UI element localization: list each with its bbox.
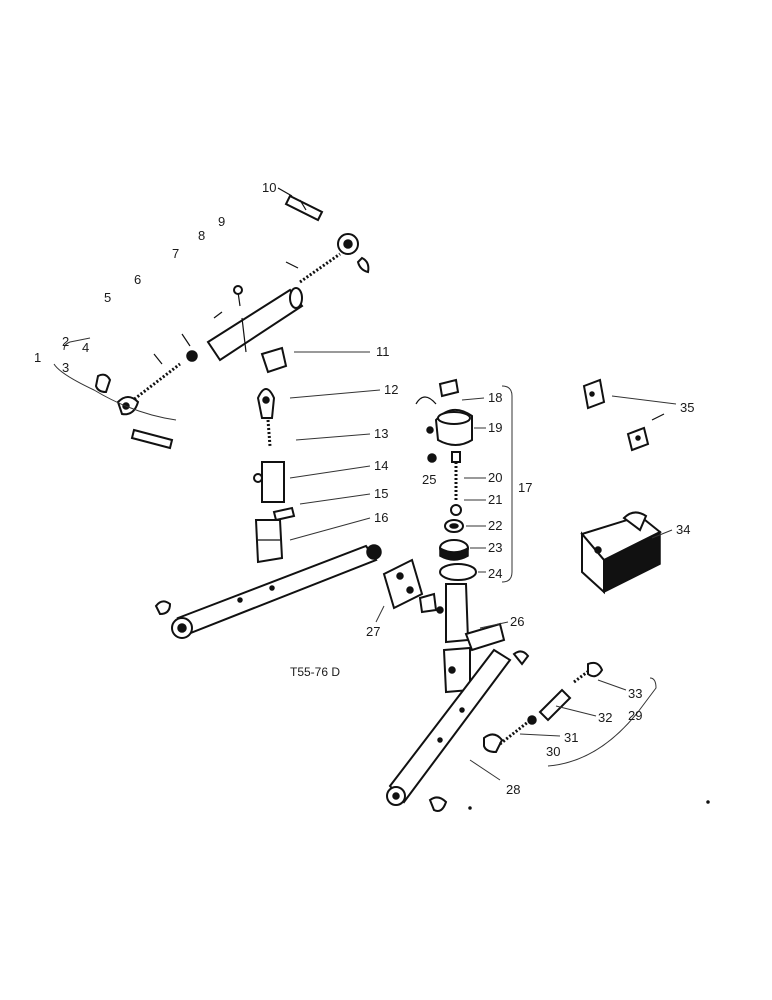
callout-9: 9 <box>218 214 225 229</box>
part-33-eye <box>573 661 604 684</box>
part-12-13-fork <box>256 388 276 447</box>
callout-22: 22 <box>488 518 502 533</box>
callout-3: 3 <box>62 360 69 375</box>
part-16-clevis <box>254 519 284 564</box>
part-1-threaded-rod <box>94 353 181 450</box>
callout-31: 31 <box>564 730 578 745</box>
callout-5: 5 <box>104 290 111 305</box>
part-22-ring <box>444 519 464 533</box>
part-30-31-hook <box>483 715 537 754</box>
part-14-sleeve <box>253 461 285 503</box>
callout-1: 1 <box>34 350 41 365</box>
callout-2: 2 <box>62 334 69 349</box>
part-27-bracket <box>382 558 438 614</box>
part-25-grease-nipple <box>427 453 437 463</box>
callout-6: 6 <box>134 272 141 287</box>
part-26-lift-rod <box>436 583 506 694</box>
part-34-stabilizer <box>580 511 662 595</box>
callout-32: 32 <box>598 710 612 725</box>
part-6-tube <box>206 285 304 362</box>
callout-35: 35 <box>680 400 694 415</box>
part-18-19-housing <box>415 378 473 446</box>
part-24-cap <box>439 563 477 581</box>
callout-8: 8 <box>198 228 205 243</box>
part-5-nut <box>181 333 198 362</box>
part-11-block <box>260 346 288 374</box>
callout-15: 15 <box>374 486 388 501</box>
drawing-reference: T55-76 D <box>290 665 340 679</box>
callout-10: 10 <box>262 180 276 195</box>
callout-18: 18 <box>488 390 502 405</box>
part-10-pin <box>277 187 324 222</box>
callout-28: 28 <box>506 782 520 797</box>
callout-24: 24 <box>488 566 502 581</box>
callout-13: 13 <box>374 426 388 441</box>
part-9-yoke-end <box>285 233 370 284</box>
part-20-screw <box>451 451 461 500</box>
part-21-washer <box>450 504 462 516</box>
callout-27: 27 <box>366 624 380 639</box>
callout-12: 12 <box>384 382 398 397</box>
callout-16: 16 <box>374 510 388 525</box>
callout-17: 17 <box>518 480 532 495</box>
callout-labels: 1 2 3 4 5 6 7 8 9 10 11 12 13 14 15 16 1… <box>34 180 694 797</box>
callout-20: 20 <box>488 470 502 485</box>
left-lower-link <box>154 544 382 639</box>
callout-11: 11 <box>376 344 390 359</box>
callout-30: 30 <box>546 744 560 759</box>
callout-34: 34 <box>676 522 690 537</box>
part-35-brackets <box>582 378 665 452</box>
callout-25: 25 <box>422 472 436 487</box>
callout-19: 19 <box>488 420 502 435</box>
part-32-tube <box>538 688 572 722</box>
callout-33: 33 <box>628 686 642 701</box>
callout-23: 23 <box>488 540 502 555</box>
part-15-bolt <box>272 506 296 522</box>
leader-lines <box>53 337 677 781</box>
callout-14: 14 <box>374 458 388 473</box>
part-23-gear <box>439 539 469 561</box>
right-lower-link <box>386 648 530 812</box>
callout-4: 4 <box>82 340 89 355</box>
callout-7: 7 <box>172 246 179 261</box>
callout-21: 21 <box>488 492 502 507</box>
callout-29: 29 <box>628 708 642 723</box>
callout-26: 26 <box>510 614 524 629</box>
